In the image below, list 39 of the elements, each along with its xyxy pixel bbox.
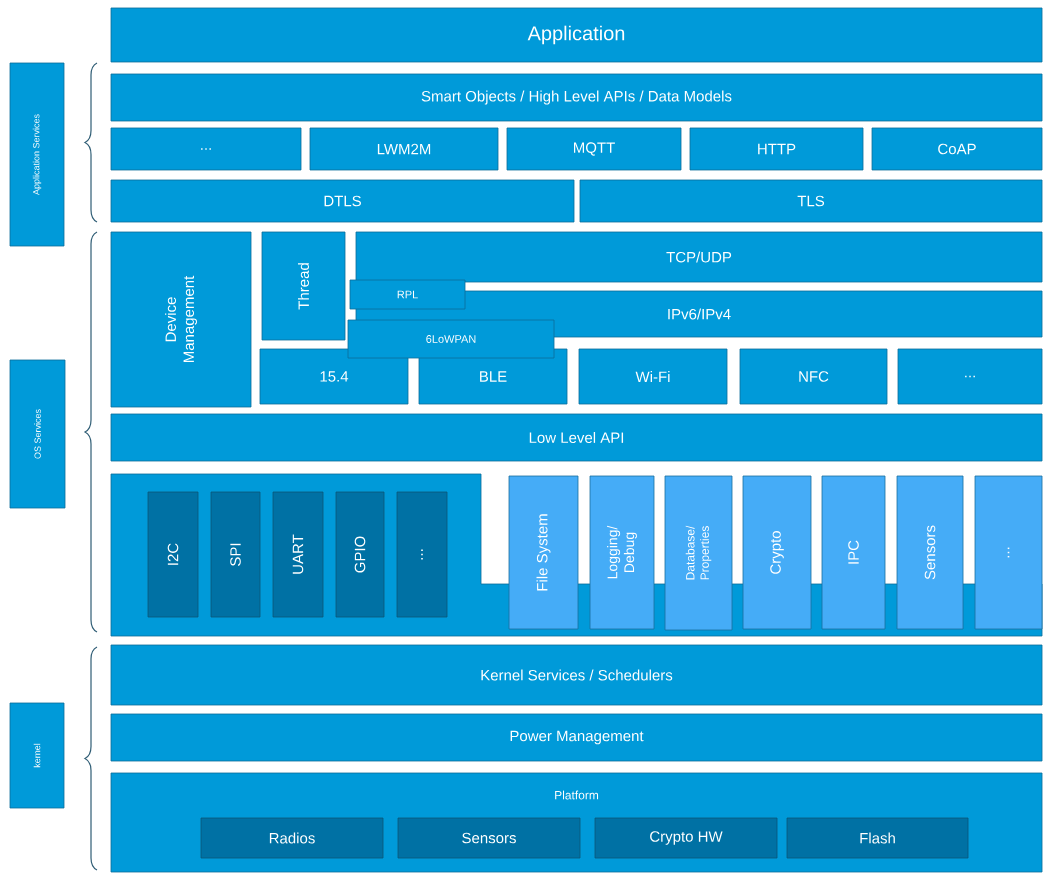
service-box: Database/ Properties: [664, 475, 733, 631]
layer-box: LWM2M: [309, 127, 499, 171]
service-box: Crypto: [742, 475, 812, 630]
layer-box: MQTT: [506, 127, 682, 171]
module-box: Flash: [786, 817, 969, 859]
module-box: Radios: [200, 817, 384, 859]
service-box: File System: [508, 475, 579, 630]
layer-box: Power Management: [110, 713, 1043, 762]
side-label-box: OS Services: [9, 359, 66, 509]
side-label-box: Application Services: [9, 62, 65, 247]
module-box: Crypto HW: [594, 817, 778, 859]
layer-box: Thread: [261, 231, 346, 341]
layer-box: ...: [897, 348, 1043, 405]
layer-box: NFC: [739, 348, 888, 405]
layer-box: TLS: [579, 179, 1043, 223]
service-box: Sensors: [896, 475, 964, 630]
module-box: GPIO: [335, 491, 385, 618]
layer-box: Device Management: [110, 231, 252, 408]
layer-box: CoAP: [871, 127, 1043, 171]
layer-box: 6LoWPAN: [347, 319, 555, 359]
layer-box: Application: [110, 7, 1043, 63]
layer-box: Low Level API: [110, 413, 1043, 462]
side-label-box: kernel: [9, 702, 65, 809]
service-box: IPC: [821, 475, 886, 630]
service-box: ...: [974, 475, 1043, 630]
layer-box: HTTP: [689, 127, 864, 171]
layer-box: ...: [110, 127, 302, 171]
service-box: Logging/ Debug: [589, 475, 655, 630]
module-box: I2C: [147, 491, 199, 618]
module-box: SPI: [210, 491, 261, 618]
layer-box: 15.4: [259, 348, 409, 405]
module-box: Sensors: [397, 817, 581, 859]
layer-box: DTLS: [110, 179, 575, 223]
layer-box: Wi-Fi: [578, 348, 728, 405]
layer-box: Kernel Services / Schedulers: [110, 644, 1043, 706]
layer-box: RPL: [349, 279, 466, 310]
module-box: ...: [396, 491, 448, 618]
module-box: UART: [272, 491, 324, 618]
layer-box: Smart Objects / High Level APIs / Data Models: [110, 73, 1043, 122]
